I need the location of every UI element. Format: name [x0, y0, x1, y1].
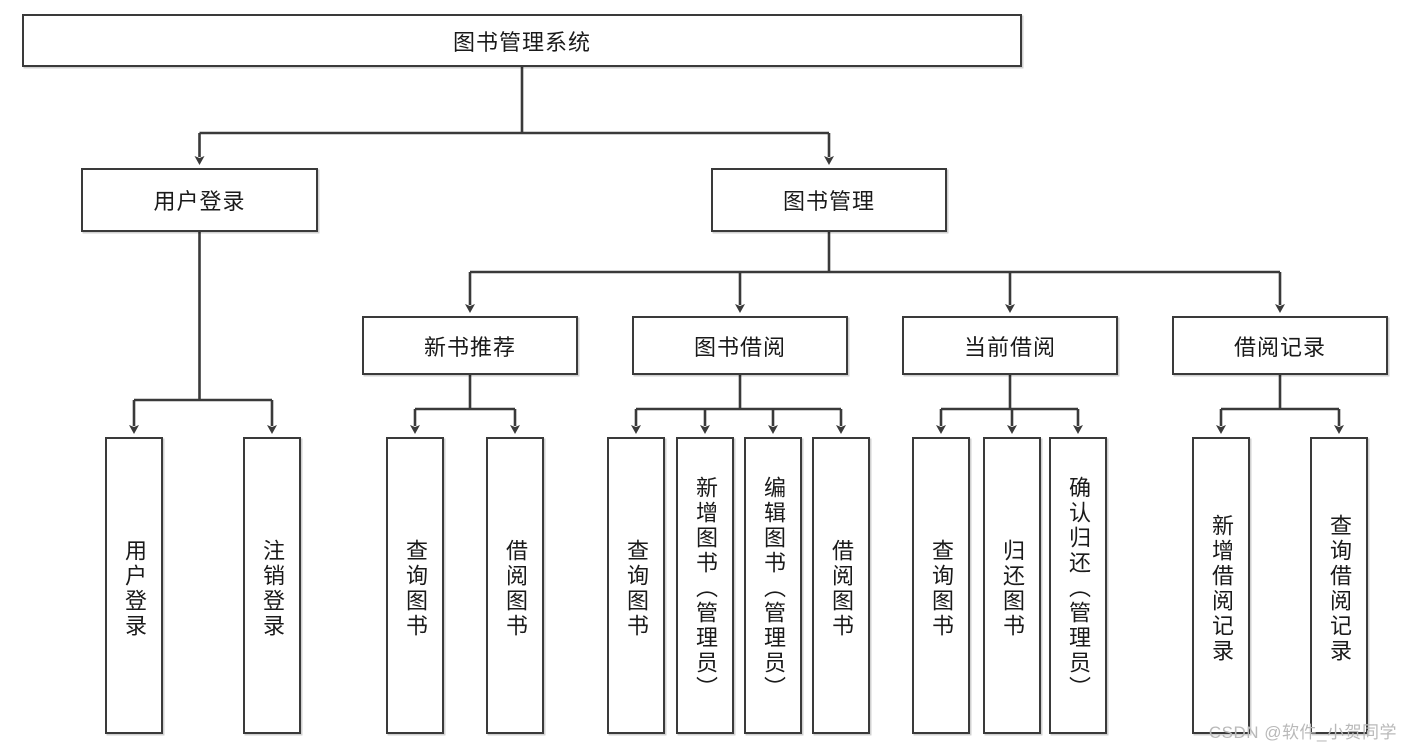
node-leaf-0-label: 用户登录 [122, 538, 147, 639]
node-level3-2-label: 当前借阅 [963, 334, 1056, 360]
node-leaf-7[interactable]: 借阅图书 [812, 437, 870, 734]
node-level2-1-label: 图书管理 [782, 189, 875, 214]
node-leaf-9[interactable]: 归还图书 [983, 437, 1041, 734]
node-root[interactable]: 图书管理系统 [22, 14, 1022, 67]
node-level2-0-label: 用户登录 [153, 189, 246, 214]
node-leaf-6-label: 编辑图书（管理员） [761, 476, 786, 701]
node-leaf-12-label: 查询借阅记录 [1327, 513, 1352, 664]
node-leaf-4-label: 查询图书 [624, 538, 649, 639]
node-root-label: 图书管理系统 [452, 29, 591, 55]
node-leaf-3-label: 借阅图书 [503, 538, 528, 639]
node-leaf-4[interactable]: 查询图书 [607, 437, 665, 734]
node-level2-0[interactable]: 用户登录 [81, 168, 318, 232]
node-level3-2[interactable]: 当前借阅 [902, 316, 1118, 375]
node-leaf-7-label: 借阅图书 [829, 538, 854, 639]
node-level3-1[interactable]: 图书借阅 [632, 316, 848, 375]
node-leaf-11-label: 新增借阅记录 [1209, 513, 1234, 664]
node-leaf-9-label: 归还图书 [1000, 538, 1025, 639]
node-leaf-12[interactable]: 查询借阅记录 [1310, 437, 1368, 734]
node-leaf-1-label: 注销登录 [260, 538, 285, 639]
csdn-watermark: CSDN @软件_小贺同学 [1208, 723, 1397, 742]
node-level3-3[interactable]: 借阅记录 [1172, 316, 1388, 375]
node-leaf-11[interactable]: 新增借阅记录 [1192, 437, 1250, 734]
node-leaf-6[interactable]: 编辑图书（管理员） [744, 437, 802, 734]
node-leaf-5[interactable]: 新增图书（管理员） [676, 437, 734, 734]
node-leaf-1[interactable]: 注销登录 [243, 437, 301, 734]
node-level3-0-label: 新书推荐 [423, 334, 516, 360]
node-leaf-10-label: 确认归还（管理员） [1066, 476, 1091, 701]
node-leaf-10[interactable]: 确认归还（管理员） [1049, 437, 1107, 734]
node-level3-0[interactable]: 新书推荐 [362, 316, 578, 375]
node-leaf-5-label: 新增图书（管理员） [693, 476, 718, 701]
node-level3-3-label: 借阅记录 [1233, 334, 1326, 360]
node-level3-1-label: 图书借阅 [693, 334, 786, 360]
node-level2-1[interactable]: 图书管理 [711, 168, 947, 232]
node-leaf-0[interactable]: 用户登录 [105, 437, 163, 734]
node-leaf-3[interactable]: 借阅图书 [486, 437, 544, 734]
node-leaf-2-label: 查询图书 [403, 538, 428, 639]
node-leaf-8[interactable]: 查询图书 [912, 437, 970, 734]
node-leaf-2[interactable]: 查询图书 [386, 437, 444, 734]
node-leaf-8-label: 查询图书 [929, 538, 954, 639]
